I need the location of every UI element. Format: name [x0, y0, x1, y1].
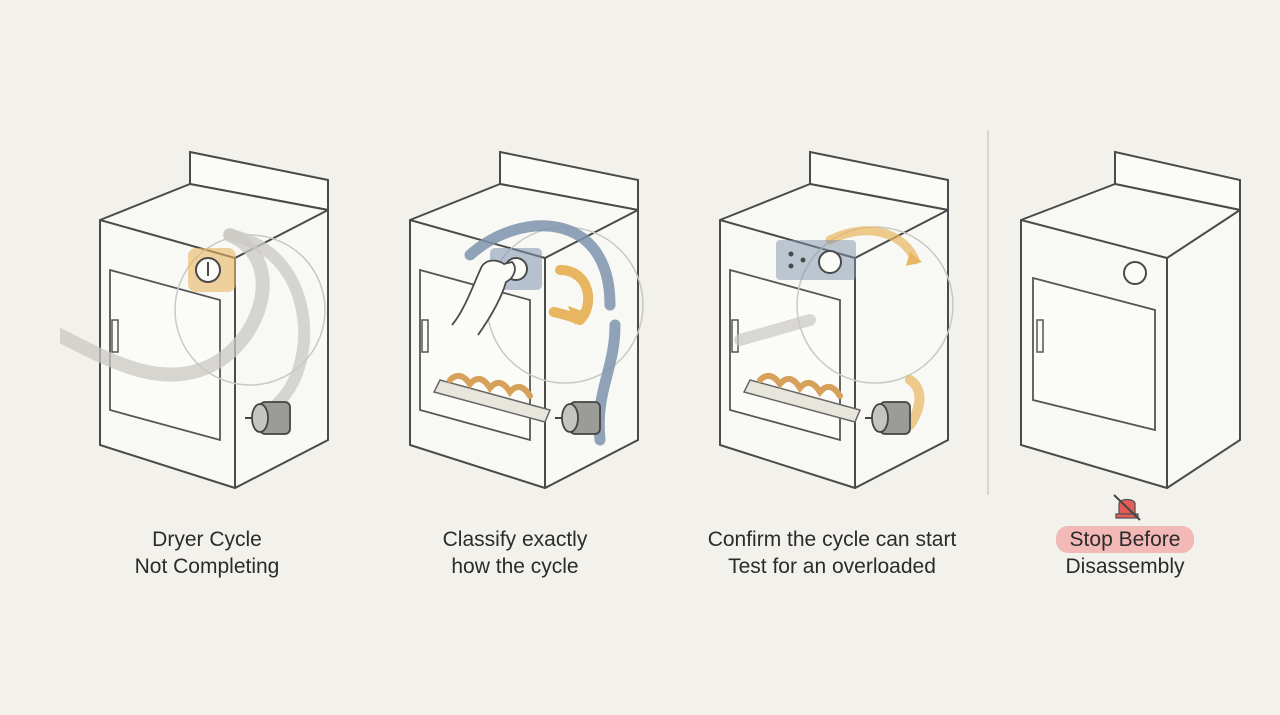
heating-element-icon [432, 372, 552, 423]
motor-icon [865, 401, 911, 435]
panel-dryer-cycle [60, 140, 360, 500]
timer-knob-icon [818, 250, 842, 274]
heating-element-icon [742, 372, 862, 423]
caption-line-1: Confirm the cycle can start [707, 528, 957, 551]
motor-icon [555, 401, 601, 435]
dryer-illustration-1 [60, 150, 329, 490]
stop-highlight-label: Stop Before [1055, 526, 1195, 553]
hand-icon [451, 259, 516, 336]
caption-line-2: Test for an overloaded [728, 555, 936, 578]
panel-classify-cycle [370, 140, 670, 500]
section-divider [987, 130, 989, 495]
caption-panel-1: Dryer Cycle Not Completing [37, 526, 377, 580]
panel-confirm-cycle [680, 140, 980, 500]
panel-stop-before [985, 140, 1280, 500]
dryer-illustration-3 [719, 150, 954, 490]
caption-panel-2: Classify exactly how the cycle [345, 526, 685, 580]
dryer-illustration-2 [409, 150, 644, 490]
caption-line-2: Disassembly [1065, 555, 1185, 578]
no-alarm-icon [1113, 494, 1141, 521]
motor-icon [245, 401, 291, 435]
caption-line-1: Classify exactly [442, 528, 588, 551]
caption-panel-3: Confirm the cycle can start Test for an … [662, 526, 1002, 580]
timer-knob-icon [1123, 261, 1147, 285]
caption-line-2: how the cycle [451, 555, 579, 578]
dryer-illustration-4 [1020, 150, 1241, 490]
caption-line-2: Not Completing [134, 555, 280, 578]
caption-panel-4: Stop Before Disassembly [955, 526, 1280, 580]
caption-line-1: Dryer Cycle [152, 528, 262, 551]
